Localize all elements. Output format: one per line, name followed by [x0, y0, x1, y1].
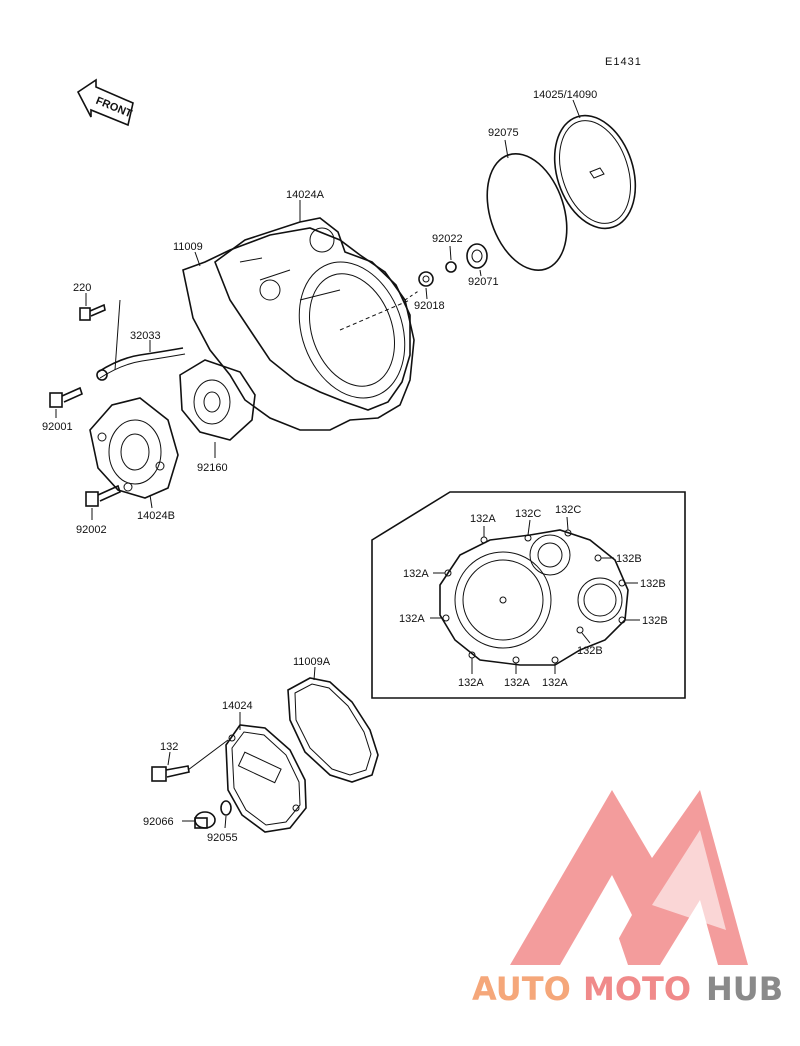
detail-label-3: 132C	[555, 504, 581, 516]
label-92160: 92160	[197, 462, 228, 474]
oring-92055-icon	[220, 800, 232, 816]
label-14025-14090: 14025/14090	[533, 89, 597, 101]
bolt-220-icon	[79, 303, 106, 321]
label-92066: 92066	[143, 816, 174, 828]
label-32033: 32033	[130, 330, 161, 342]
watermark-text-hub: HUB	[706, 970, 783, 1008]
label-220: 220	[73, 282, 91, 294]
detail-label-9: 132B	[577, 645, 603, 657]
front-arrow-icon: FRONT	[76, 78, 134, 127]
plug-92071-icon	[466, 243, 488, 269]
front-label: FRONT	[94, 95, 134, 120]
oring-92075-icon	[486, 153, 568, 271]
label-14024B: 14024B	[137, 510, 175, 522]
label-92075: 92075	[488, 127, 519, 139]
watermark-text-moto: MOTO	[583, 970, 691, 1008]
detail-label-8: 132B	[642, 615, 668, 627]
detail-label-7: 132A	[399, 613, 425, 625]
label-92002: 92002	[76, 524, 107, 536]
plate-92160-icon	[179, 359, 256, 441]
bolt-92001-icon	[49, 386, 83, 408]
label-14024: 14024	[222, 700, 253, 712]
label-14024A: 14024A	[286, 189, 325, 201]
label-132: 132	[160, 741, 178, 753]
detail-label-11: 132A	[504, 677, 530, 689]
gasket-11009-icon	[182, 227, 415, 431]
crankcase-cover-14024A-icon	[214, 217, 411, 411]
cover-14024B-icon	[89, 397, 179, 499]
label-11009: 11009	[173, 241, 203, 253]
detail-label-10: 132A	[458, 677, 484, 689]
cover-14024-icon	[225, 724, 307, 833]
detail-label-5: 132A	[403, 568, 429, 580]
detail-label-1: 132A	[470, 513, 496, 525]
detail-cover-icon	[439, 529, 629, 666]
label-92001: 92001	[42, 421, 73, 433]
label-11009A: 11009A	[293, 656, 331, 668]
label-92071: 92071	[468, 276, 499, 288]
detail-frame	[371, 491, 686, 699]
detail-label-12: 132A	[542, 677, 568, 689]
detail-label-4: 132B	[616, 553, 642, 565]
hose-32033-icon	[96, 299, 186, 381]
washer-92022-icon	[445, 261, 457, 273]
label-92022: 92022	[432, 233, 463, 245]
oring-92018-icon	[418, 271, 434, 287]
detail-label-6: 132B	[640, 578, 666, 590]
bolt-92002-icon	[85, 484, 121, 507]
watermark-text-auto: AUTO	[472, 970, 571, 1008]
watermark-logo-icon	[510, 790, 748, 965]
plug-92066-icon	[194, 811, 216, 829]
cover-14025-icon	[553, 114, 637, 230]
label-92055: 92055	[207, 832, 238, 844]
detail-label-2: 132C	[515, 508, 541, 520]
bolt-132-icon	[151, 739, 229, 782]
diagram-code: E1431	[605, 56, 642, 68]
gasket-11009A-icon	[287, 677, 379, 783]
label-92018: 92018	[414, 300, 445, 312]
